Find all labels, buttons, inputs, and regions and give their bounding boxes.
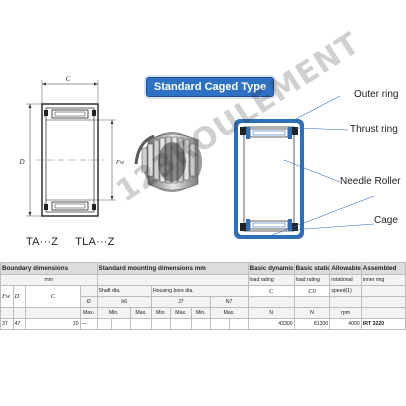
series-tla: TLA···Z [75,236,115,248]
th-max-4: Max. [209,307,249,319]
standard-caged-type-header: Standard Caged Type [146,77,274,97]
th-fw: Fw [0,285,14,308]
th-max-3: Max. [169,307,192,319]
table-subheader-row: mm load rating load rating rotational in… [0,274,406,286]
table-symbol-row: Fw D C Shaft dia. Housing bore dia. C C0… [0,285,406,308]
th-inner-ring: inner ring [360,274,406,286]
callout-thrust-ring: Thrust ring [350,124,398,135]
th-load-rating-dyn: load rating [247,274,295,286]
cell-c: 20 [25,318,81,330]
th-c: C [25,285,81,308]
table-limit-row: Max. Min. Max. Min. Max. Min. Max. N N r… [0,307,406,319]
dim-d-label: D [18,158,24,166]
th-t2: t2 [79,296,98,308]
th-boundary: Boundary dimensions [0,262,98,275]
spec-table: Boundary dimensions Standard mounting di… [0,262,406,330]
th-mm: mm [0,274,98,286]
th-max-1: Max. [79,307,98,319]
callout-needle-roller: Needle Roller [340,176,401,187]
series-ta: TA···Z [26,236,59,248]
table-header-row: Boundary dimensions Standard mounting di… [0,262,406,275]
table-row[interactable]: 37 47 20 — 43300 81300 4000 IRT 3220 [0,318,406,330]
th-mounting: Standard mounting dimensions mm [96,262,249,275]
th-d: D [12,285,27,308]
th-basic-dynamic: Basic dynamic [247,262,295,275]
th-speed: speed(1) [329,285,362,297]
th-h6: h6 [96,296,153,308]
th-min-2: Min. [151,307,171,319]
cell-speed: 4000 [329,318,362,330]
cell-t2: — [79,318,98,330]
th-assembled: Assembled [360,262,406,275]
th-basic-static: Basic static [293,262,331,275]
cell-inner-ring[interactable]: IRT 3220 [360,318,406,330]
cell-dynamic: 43300 [247,318,295,330]
th-rpm: rpm [329,307,362,319]
callout-cage: Cage [374,215,398,226]
cell-static: 81300 [293,318,331,330]
th-rotational: rotational [329,274,362,286]
th-max-2: Max. [130,307,153,319]
th-n7: N7 [209,296,249,308]
th-n-2: N [293,307,331,319]
th-housing-dia: Housing bore dia. [151,285,249,297]
bearing-photo [134,132,202,192]
dim-fw-label: Fw [115,159,125,166]
callout-outer-ring: Outer ring [354,89,399,100]
series-labels: TA···Z TLA···Z [26,236,129,248]
th-j7: J7 [151,296,211,308]
bearing-section-drawing [234,119,304,239]
th-n-1: N [247,307,295,319]
cell-d: 47 [12,318,27,330]
dim-c-label: C [66,75,71,83]
th-c0: C0 [293,285,331,297]
th-shaft-dia: Shaft dia. [96,285,153,297]
cell-fw: 37 [0,318,14,330]
th-min-1: Min. [96,307,132,319]
th-min-3: Min. [190,307,211,319]
th-allowable: Allowable [329,262,362,275]
bearing-technical-drawing: C D Fw [18,75,125,217]
th-load-rating-stat: load rating [293,274,331,286]
th-c-dyn: C [247,285,295,297]
